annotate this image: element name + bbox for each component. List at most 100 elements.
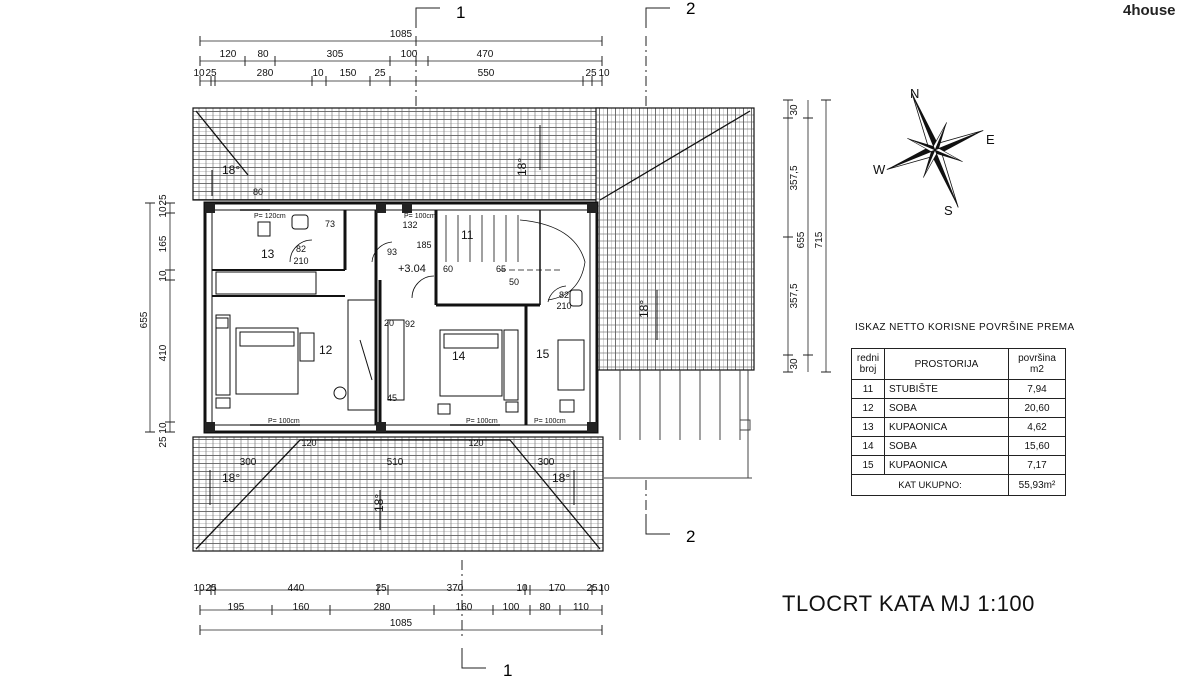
dim-text: 195	[228, 602, 245, 613]
dim-text: 1085	[390, 618, 413, 629]
header-no-line2: broj	[859, 364, 877, 375]
dim-text: 30	[789, 358, 800, 370]
roof-right	[595, 107, 755, 371]
row-no: 15	[851, 455, 885, 475]
dim-text: 357,5	[789, 165, 800, 190]
dim-text: 10	[516, 583, 528, 594]
dim-text: 370	[447, 583, 464, 594]
dim-text: 82	[296, 244, 306, 254]
header-no: redni broj	[851, 348, 885, 380]
roof-bottom	[192, 436, 604, 552]
room-12-label: 12	[319, 343, 333, 357]
dim-text: 132	[402, 220, 417, 230]
window-label: P= 100cm	[534, 418, 566, 425]
dim-text: 10	[158, 270, 169, 282]
dim-text: 10	[158, 206, 169, 218]
row-no: 14	[851, 436, 885, 456]
compass-east: E	[986, 132, 995, 147]
section-marker-1-top: 1	[456, 3, 465, 22]
dim-text: 45	[387, 393, 397, 403]
dim-text: 357,5	[789, 283, 800, 308]
dim-text: 25	[205, 583, 217, 594]
compass-rose	[886, 92, 984, 208]
roof	[192, 107, 755, 552]
top-dimension-texts: 1085 120 80 305 100 470 10 25 280 10 150…	[193, 29, 610, 79]
dim-text: 300	[538, 457, 555, 468]
compass-west: W	[873, 162, 886, 177]
dim-text: 80	[539, 602, 551, 613]
dim-text: 170	[549, 583, 566, 594]
dim-text: 120	[220, 49, 237, 60]
table-row: 13 KUPAONICA 4,62	[851, 417, 1066, 437]
header-area-line1: površina	[1018, 353, 1056, 364]
row-room: KUPAONICA	[884, 455, 1009, 475]
dim-text: 120	[468, 438, 483, 448]
section-lines	[415, 7, 670, 669]
dim-text: 82	[559, 290, 569, 300]
dim-text: 510	[387, 457, 404, 468]
dim-text: 305	[327, 49, 344, 60]
dim-text: 410	[158, 344, 169, 361]
dim-text: 550	[478, 68, 495, 79]
roof-angle: 18°	[222, 163, 240, 177]
header-area: površina m2	[1008, 348, 1066, 380]
right-dimension-chains	[783, 99, 831, 373]
bottom-dimension-texts: 10 25 440 25 370 10 170 25 10 195 160 28…	[193, 583, 610, 629]
outer-wall	[203, 201, 599, 434]
left-dimension-chains	[145, 202, 175, 433]
dim-text: 210	[556, 301, 571, 311]
section-marker-2-top: 2	[686, 0, 695, 18]
roof-angle: 18°	[637, 300, 651, 318]
window-label: P= 100cm	[268, 418, 300, 425]
dim-text: 25	[205, 68, 217, 79]
room-15-label: 15	[536, 347, 550, 361]
table-row: 14 SOBA 15,60	[851, 436, 1066, 456]
dim-text: 120	[301, 438, 316, 448]
table-row: 12 SOBA 20,60	[851, 398, 1066, 418]
roof-angle: 18°	[222, 471, 240, 485]
dim-text: 715	[814, 231, 825, 248]
row-no: 12	[851, 398, 885, 418]
dim-text: 440	[288, 583, 305, 594]
row-room: SOBA	[884, 436, 1009, 456]
dim-text: 80	[257, 49, 269, 60]
row-area: 7,17	[1008, 455, 1066, 475]
dim-text: 10	[158, 422, 169, 434]
right-dimension-texts: 30 357,5 357,5 30 655 715	[789, 104, 825, 370]
dim-text: 10	[598, 583, 610, 594]
dim-text: 10	[312, 68, 324, 79]
dim-text: 92	[405, 319, 415, 329]
dim-text: 165	[158, 235, 169, 252]
compass-labels: N E S W	[873, 86, 995, 218]
dim-text: 80	[253, 187, 263, 197]
drawing-title: TLOCRT KATA MJ 1:100	[782, 591, 1035, 616]
room-13-label: 13	[261, 247, 275, 261]
window-label: P= 100cm	[404, 213, 436, 220]
window-label: P= 100cm	[466, 418, 498, 425]
dim-text: 150	[340, 68, 357, 79]
dim-text: 160	[456, 602, 473, 613]
dim-text: 20	[384, 318, 394, 328]
building	[203, 201, 599, 434]
dim-text: 655	[796, 231, 807, 248]
roof-angle: 18°	[552, 471, 570, 485]
total-value: 55,93m²	[1008, 474, 1066, 496]
roof-angle: 18°	[515, 158, 529, 176]
dim-text: 25	[158, 194, 169, 206]
dim-text: 73	[325, 219, 335, 229]
row-room: SOBA	[884, 398, 1009, 418]
left-dimension-texts: 655 25 10 165 10 410 10 25	[139, 194, 169, 448]
dim-text: 30	[789, 104, 800, 116]
row-area: 7,94	[1008, 379, 1066, 399]
dim-text: 655	[139, 311, 150, 328]
dim-text: 25	[586, 583, 598, 594]
dim-text: 100	[401, 49, 418, 60]
dim-text: 210	[293, 256, 308, 266]
dim-text: 10	[193, 583, 205, 594]
area-table-header: redni broj PROSTORIJA površina m2	[851, 348, 1066, 380]
dim-text: 25	[585, 68, 597, 79]
compass-south: S	[944, 203, 953, 218]
dim-text: 10	[193, 68, 205, 79]
row-room: KUPAONICA	[884, 417, 1009, 437]
